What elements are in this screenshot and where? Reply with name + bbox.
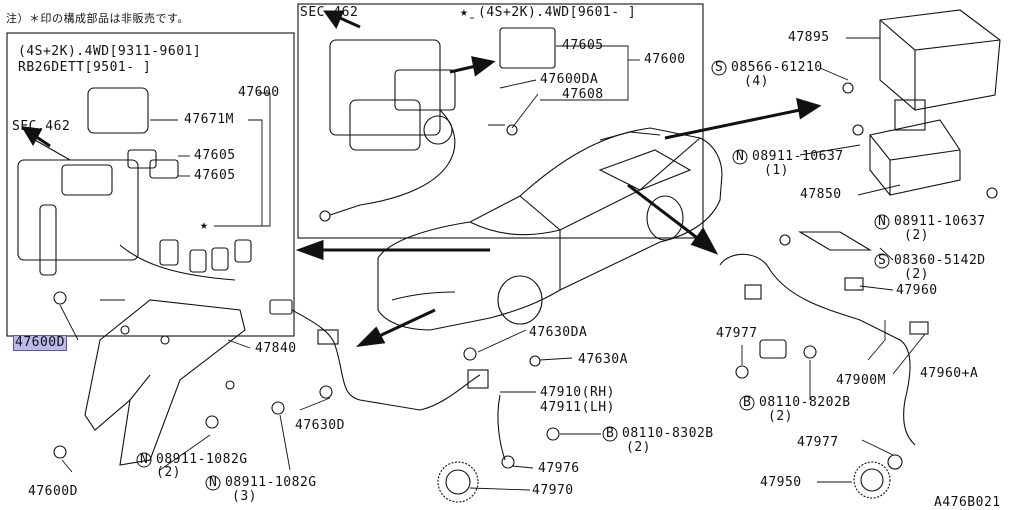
qty-08566: (4) [744,74,769,89]
part-47600D-highlighted[interactable]: 47600D [13,335,67,351]
part-47895[interactable]: 47895 [788,30,830,45]
abs-actuator-top [319,27,556,222]
qty-08110-a: (2) [768,409,793,424]
n-mark-2: N [878,214,887,229]
qty-08360: (2) [904,267,929,282]
part-08911-10637-b[interactable]: 08911-10637 [894,214,986,229]
section-ref-top[interactable]: SEC.462 [300,5,359,20]
part-08911-1082G-a[interactable]: 08911-1082G [156,452,248,467]
part-47900M[interactable]: 47900M [836,373,886,388]
rear-sensor-harness [719,231,929,470]
s-mark-2: S [878,253,887,268]
leader-lines [59,17,926,491]
car-outline [377,127,723,331]
part-47840[interactable]: 47840 [255,341,297,356]
part-47600D[interactable]: 47600D [28,484,78,499]
part-47910-rh[interactable]: 47910(RH) [540,385,615,400]
section-ref-left[interactable]: SEC.462 [12,119,71,134]
qty-08110-b: (2) [626,440,651,455]
qty-08911-b: (2) [904,228,929,243]
part-47977-a[interactable]: 47977 [716,326,758,341]
part-08911-10637-a[interactable]: 08911-10637 [752,149,844,164]
part-47600-top[interactable]: 47600 [644,52,686,67]
part-47960-A[interactable]: 47960+A [920,366,979,381]
part-47630D[interactable]: 47630D [295,418,345,433]
part-47911-lh[interactable]: 47911(LH) [540,400,615,415]
s-mark-1: S [715,60,724,75]
left-inset-box [6,32,295,337]
circled-letter-marks [136,60,890,491]
diagram-id: A476B021 [934,495,1001,510]
qty-08911-c: (2) [156,465,181,480]
part-08110-8302B[interactable]: 08110-8302B [622,426,714,441]
star-icon-left: ★ [200,218,209,233]
qty-08911-d: (3) [232,489,257,504]
left-engine-label: RB26DETT[9501- ] [18,60,152,75]
part-08360-5142D[interactable]: 08360-5142D [894,253,986,268]
part-08911-1082G-b[interactable]: 08911-1082G [225,475,317,490]
part-47630DA[interactable]: 47630DA [529,325,588,340]
part-47605-a[interactable]: 47605 [194,148,236,163]
part-47608[interactable]: 47608 [562,87,604,102]
part-47600-left[interactable]: 47600 [238,85,280,100]
b-mark-1: B [743,395,752,410]
n-mark-1: N [736,149,745,164]
part-47600DA[interactable]: 47600DA [540,72,599,87]
part-47950[interactable]: 47950 [760,475,802,490]
b-mark-2: B [606,426,615,441]
n-mark-4: N [209,475,218,490]
part-47605-b[interactable]: 47605 [194,168,236,183]
abs-actuator-left [17,87,252,301]
actuator-bracket [53,291,285,466]
top-inset-box [297,3,704,239]
top-variant-label: (4S+2K).4WD[9601- ] [478,5,637,20]
abs-control-unit [852,9,1001,199]
part-47977-b[interactable]: 47977 [797,435,839,450]
part-47850[interactable]: 47850 [800,187,842,202]
part-47630A[interactable]: 47630A [578,352,628,367]
parts-note: 注）＊印の構成部品は非販売です。 [6,12,189,25]
part-47976[interactable]: 47976 [538,461,580,476]
part-08110-8202B[interactable]: 08110-8202B [759,395,851,410]
qty-08911-a: (1) [764,163,789,178]
left-variant-label: (4S+2K).4WD[9311-9601] [18,44,202,59]
part-08566-61210[interactable]: 08566-61210 [731,60,823,75]
n-mark-3: N [140,452,149,467]
front-sensor-harness [269,299,515,469]
part-47671M[interactable]: 47671M [184,112,234,127]
callout-arrows [21,10,822,348]
tone-ring-front [437,461,479,503]
part-47605-top[interactable]: 47605 [562,38,604,53]
part-47960[interactable]: 47960 [896,283,938,298]
star-icon-top: ★ [460,5,469,20]
part-47970[interactable]: 47970 [532,483,574,498]
tone-ring-rear [853,461,891,499]
